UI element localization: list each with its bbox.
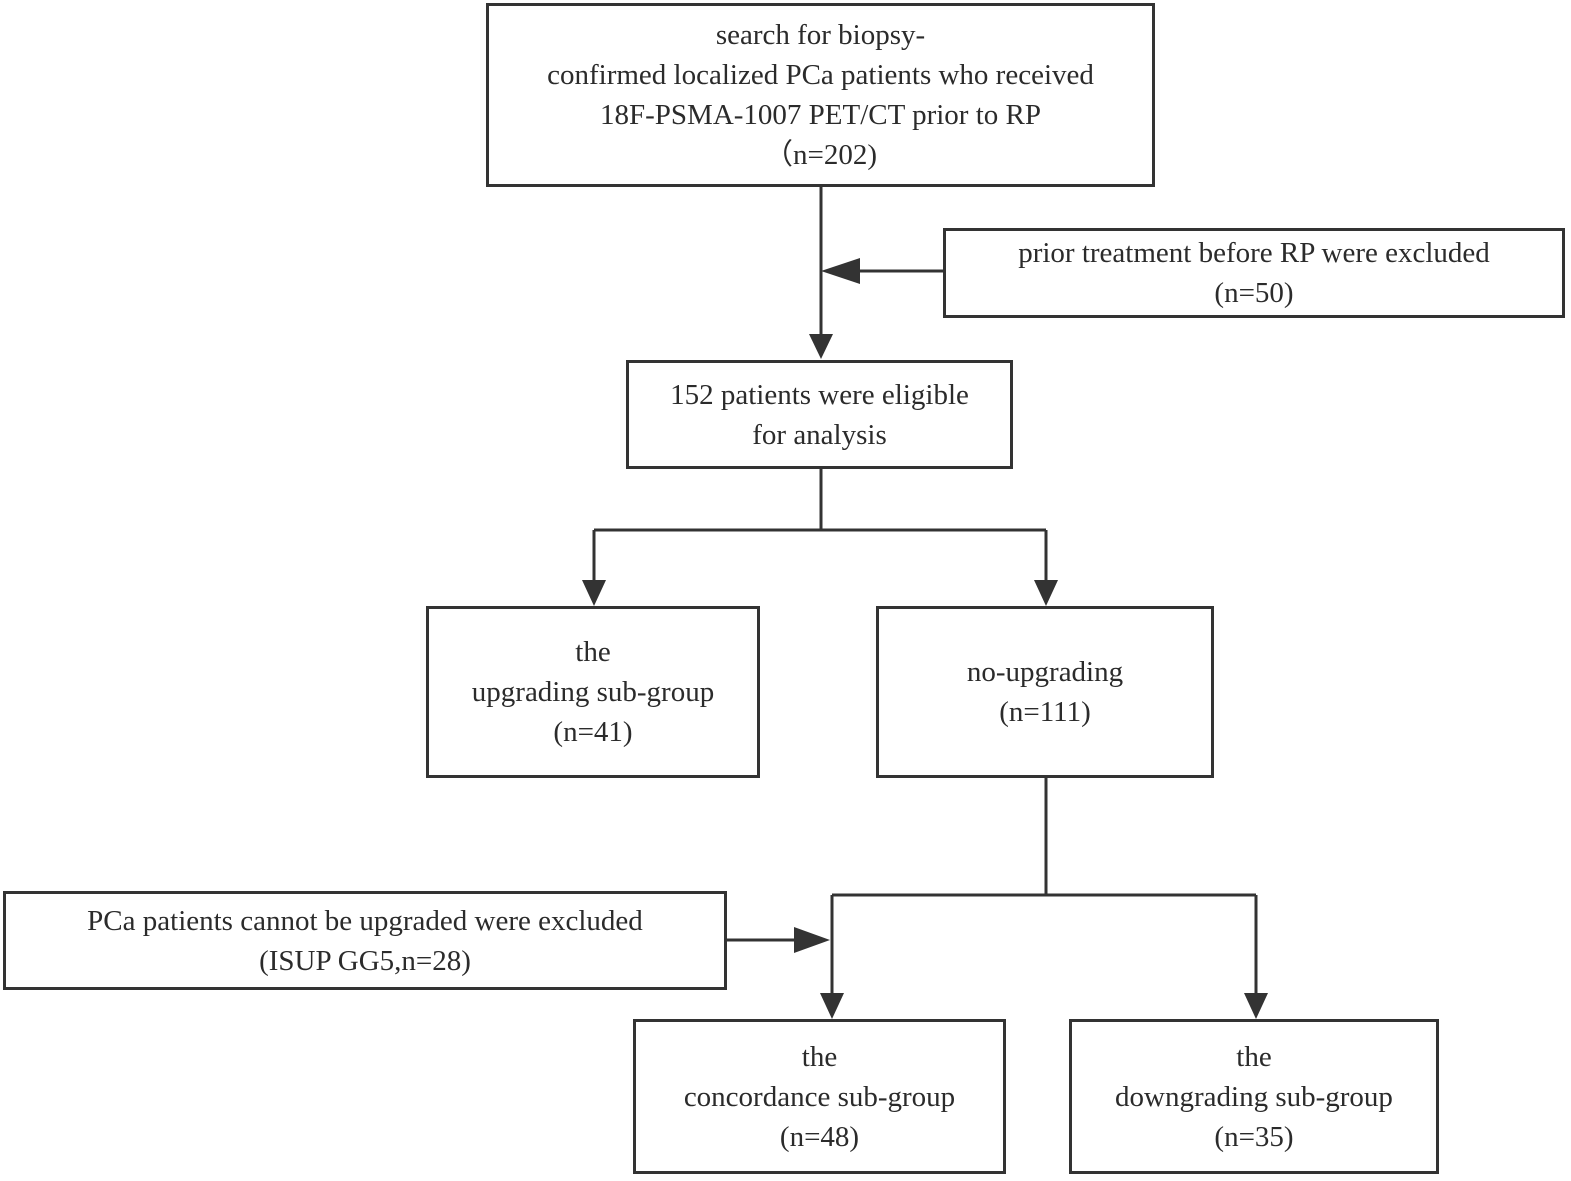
node-downgrading-line-3: (n=35) (1214, 1120, 1294, 1153)
node-search-line-4: （n=202) (763, 139, 877, 171)
node-eligible: 152 patients were eligible for analysis (626, 360, 1013, 469)
node-search: search for biopsy- confirmed localized P… (486, 3, 1155, 187)
node-no-upgrading: no-upgrading (n=111) (876, 606, 1214, 778)
node-cannot-upgrade-excluded: PCa patients cannot be upgraded were exc… (3, 891, 727, 990)
node-eligible-line-1: 152 patients were eligible (670, 378, 969, 411)
node-prior-excluded-line-1: prior treatment before RP were excluded (1018, 237, 1490, 269)
arrowhead-upgrading (582, 580, 606, 606)
node-downgrading-line-2: downgrading sub-group (1115, 1080, 1393, 1113)
node-downgrading: the downgrading sub-group (n=35) (1069, 1019, 1439, 1174)
arrowhead-prior-excluded (821, 258, 860, 284)
node-cannot-upgrade-excluded-line-2: (ISUP GG5,n=28) (259, 944, 471, 977)
node-upgrading-line-2: upgrading sub-group (471, 676, 715, 708)
arrowhead-eligible (809, 334, 833, 359)
node-prior-excluded-line-2: (n=50) (1214, 277, 1294, 309)
arrowhead-no-upgrading (1034, 580, 1058, 606)
node-upgrading: the upgrading sub-group (n=41) (426, 606, 760, 778)
arrowhead-cannot-upgrade-excluded (794, 927, 830, 953)
node-concordance-line-1: the (801, 1040, 838, 1073)
node-search-line-3: 18F-PSMA-1007 PET/CT prior to RP (600, 99, 1041, 131)
node-no-upgrading-line-1: no-upgrading (966, 656, 1124, 688)
node-eligible-line-2: for analysis (752, 418, 887, 451)
arrowhead-concordance (820, 993, 844, 1019)
node-concordance: the concordance sub-group (n=48) (633, 1019, 1006, 1174)
node-no-upgrading-line-2: (n=111) (999, 696, 1091, 728)
node-upgrading-line-3: (n=41) (553, 716, 633, 748)
node-search-line-1: search for biopsy- (715, 19, 926, 51)
node-concordance-line-3: (n=48) (779, 1120, 860, 1153)
node-search-line-2: confirmed localized PCa patients who rec… (547, 59, 1094, 91)
node-concordance-line-2: concordance sub-group (683, 1080, 956, 1113)
node-cannot-upgrade-excluded-line-1: PCa patients cannot be upgraded were exc… (87, 904, 643, 937)
node-upgrading-line-1: the (575, 636, 611, 668)
arrowhead-downgrading (1244, 993, 1268, 1019)
node-prior-excluded: prior treatment before RP were excluded … (943, 228, 1565, 318)
node-downgrading-line-1: the (1236, 1040, 1272, 1073)
